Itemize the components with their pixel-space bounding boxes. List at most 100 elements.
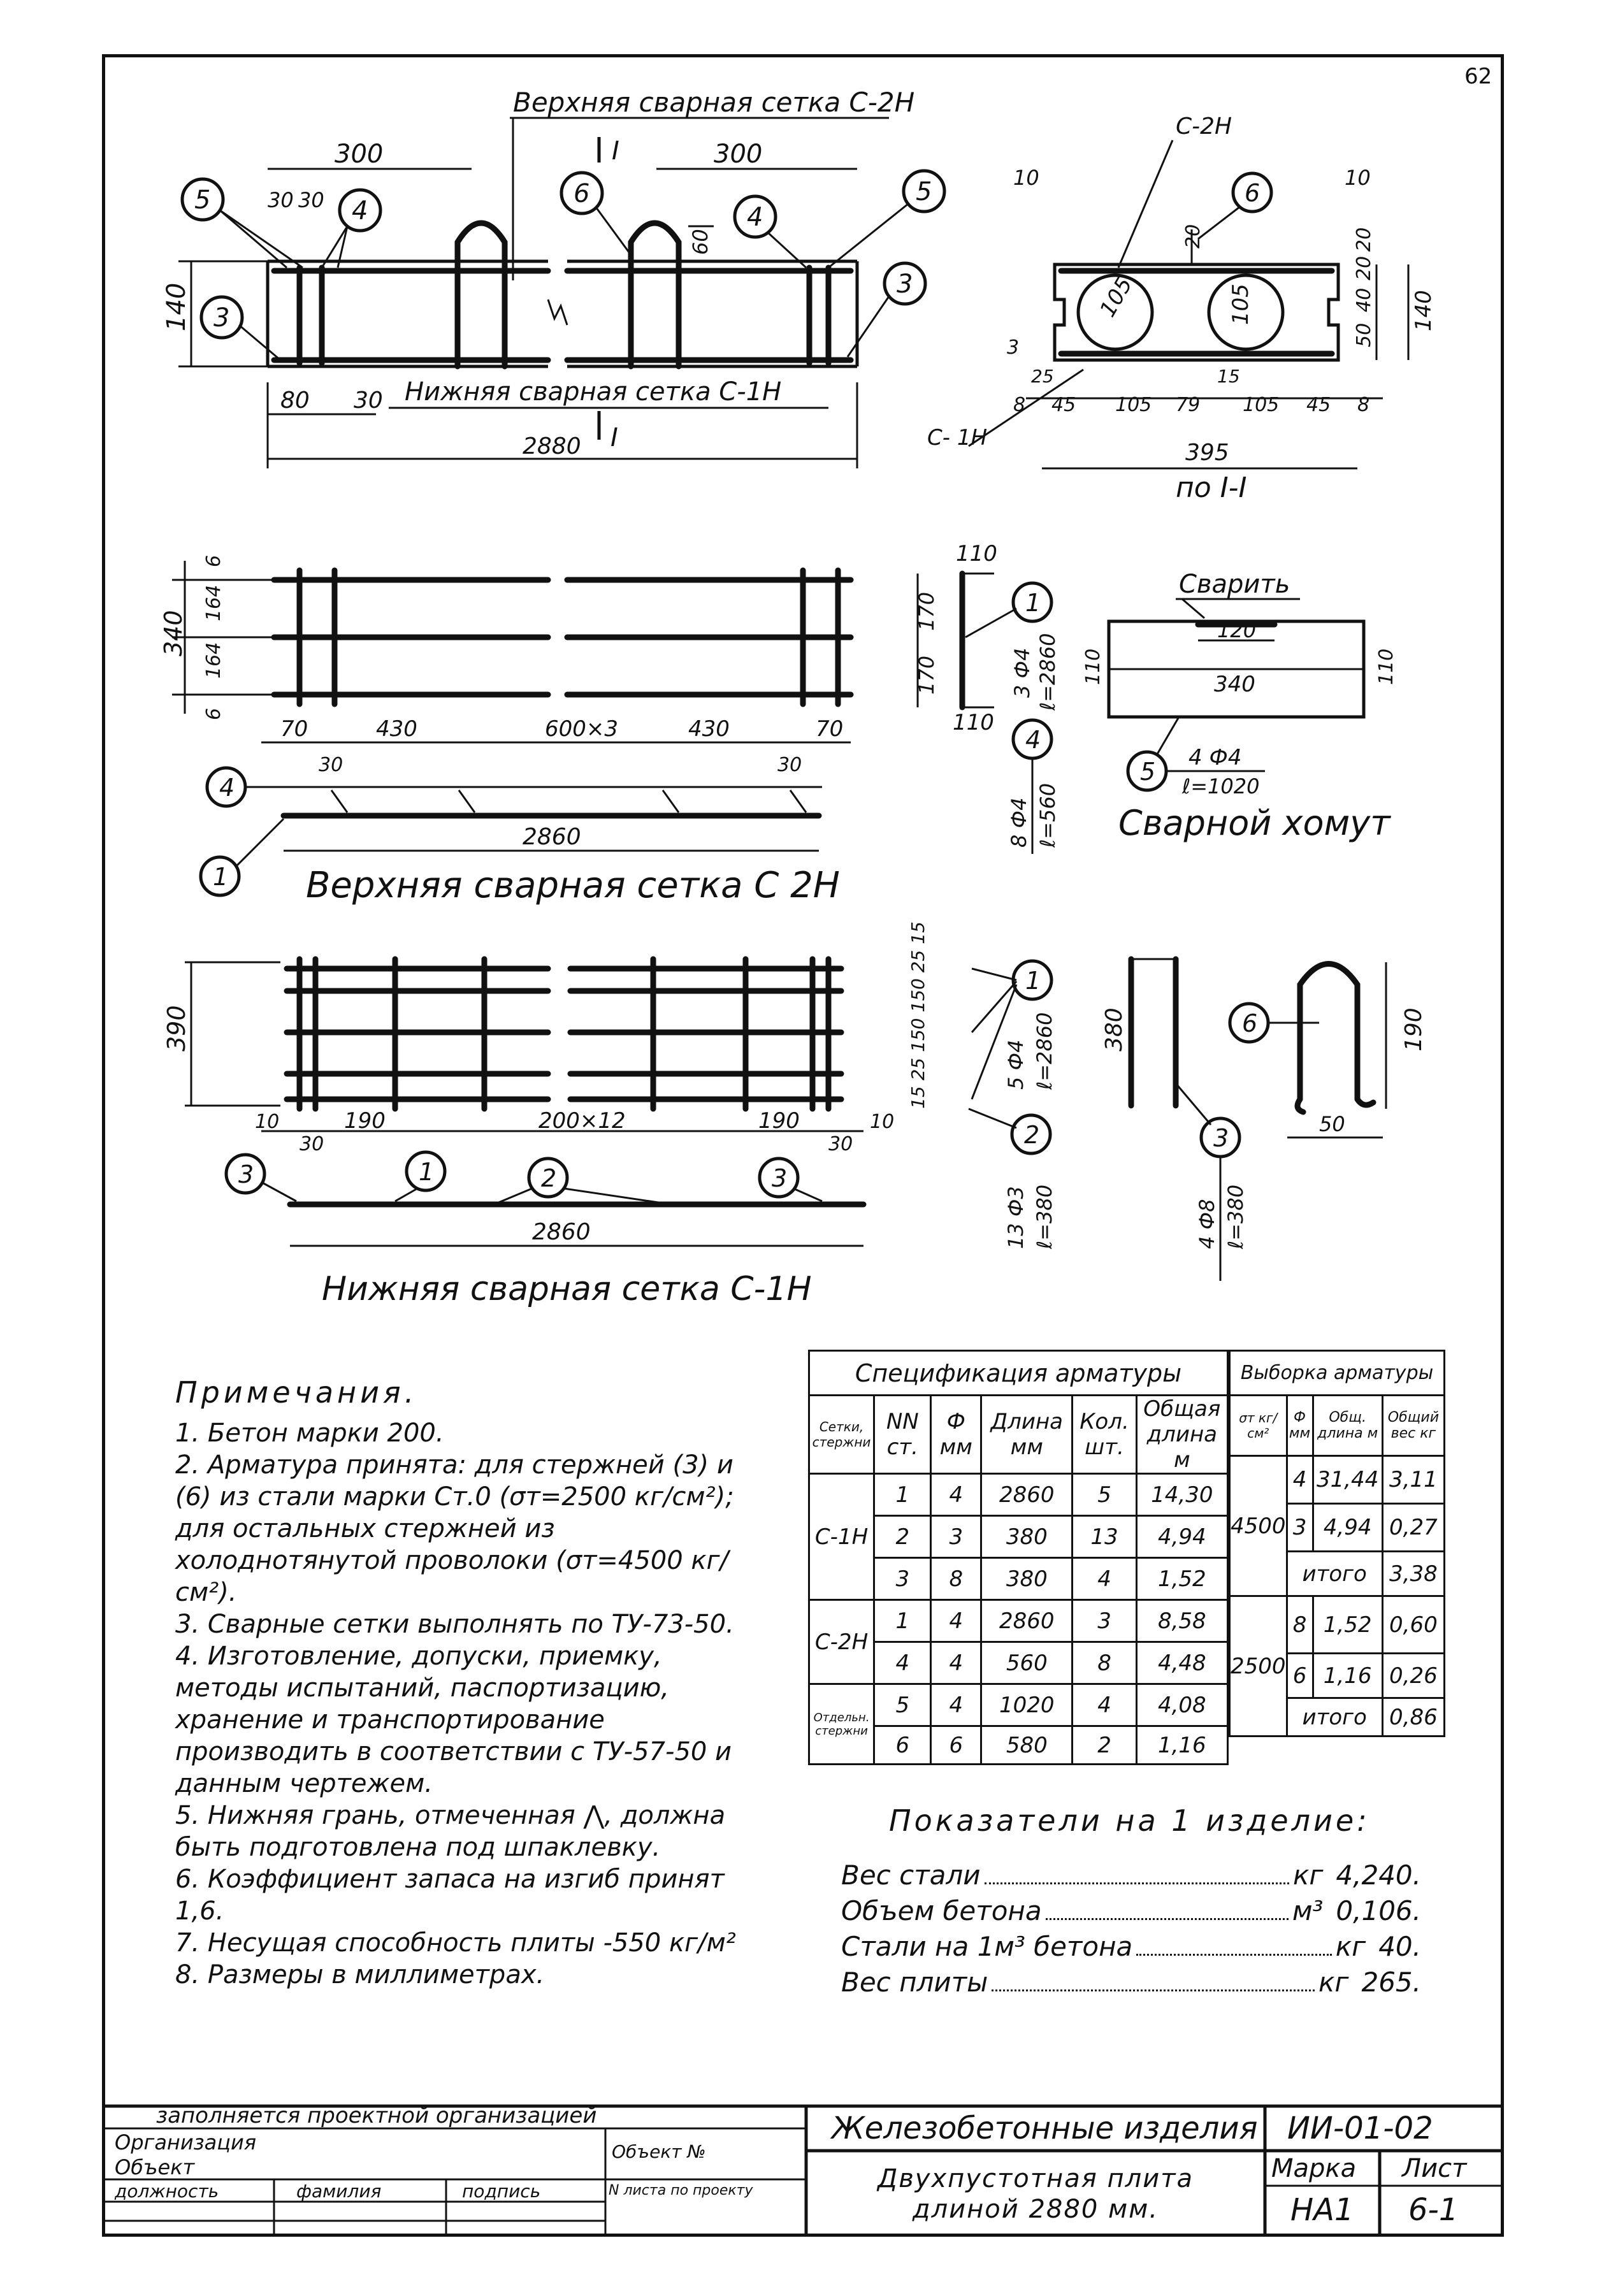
product-title: Двухпустотная плита длиной 2880 мм.	[877, 2164, 1194, 2224]
lower-mesh-caption: Нижняя сварная сетка С-1Н	[322, 1270, 812, 1308]
table-row: 3 8 380 4 1,52	[809, 1557, 1229, 1601]
note-8: 8. Размеры в миллиметрах.	[175, 1960, 545, 1989]
drawing-code: ИИ-01-02	[1287, 2111, 1433, 2146]
svg-text:3: 3	[772, 1164, 787, 1192]
note-1: 1. Бетон марки 200.	[175, 1419, 444, 1448]
svg-text:110: 110	[956, 541, 997, 567]
rod-3: 380 3 4 Ф8 ℓ=380	[1101, 956, 1248, 1281]
svg-text:430: 430	[376, 716, 417, 742]
svg-text:380: 380	[1101, 1007, 1127, 1051]
hook-6: 6 190 50	[1228, 961, 1427, 1139]
reinforcement-selection-table: Выборка арматуры σт кг/см² Ф мм Общ. дли…	[1229, 1350, 1446, 1737]
svg-text:6: 6	[1245, 179, 1260, 207]
svg-text:25: 25	[1031, 366, 1054, 387]
svg-text:110: 110	[1082, 649, 1104, 685]
table-row: 2500 8 1,52 0,60	[1229, 1595, 1446, 1737]
svg-text:390: 390	[163, 1005, 191, 1051]
project-sheet-label: N листа по проекту	[609, 2183, 753, 2199]
svg-text:4 Ф4: 4 Ф4	[1188, 745, 1241, 770]
svg-text:по I-I: по I-I	[1176, 472, 1247, 504]
notes-title: Примечания.	[175, 1375, 418, 1410]
svg-text:4: 4	[1025, 726, 1041, 754]
signature-label: подпись	[462, 2181, 541, 2202]
svg-text:4: 4	[219, 774, 235, 802]
section-mark-bottom: I	[610, 423, 618, 452]
table-row: Отдельн. стержни 5 4 1020 4 4,08	[807, 1683, 1229, 1765]
svg-text:3: 3	[897, 270, 913, 299]
svg-text:1: 1	[1025, 967, 1041, 995]
note-7: 7. Несущая способность плиты -550 кг/м²	[175, 1928, 736, 1958]
svg-text:110: 110	[1375, 649, 1398, 685]
svg-text:170: 170	[914, 656, 939, 695]
svg-text:105: 105	[1115, 394, 1152, 416]
svg-text:30: 30	[777, 754, 802, 776]
dim-2880: 2880	[523, 433, 581, 459]
svg-text:8: 8	[1357, 394, 1369, 416]
select-title: Выборка арматуры	[1229, 1350, 1445, 1396]
dim-80: 80	[280, 387, 310, 414]
svg-text:190: 190	[344, 1108, 386, 1134]
svg-text:5: 5	[916, 177, 932, 206]
table-row: 6 1,16 0,26	[1230, 1652, 1446, 1699]
svg-text:70: 70	[280, 716, 308, 742]
note-5: 5. Нижняя грань, отмеченная ⋀, должна бы…	[175, 1801, 726, 1862]
svg-text:20: 20	[1182, 224, 1204, 249]
svg-text:4: 4	[352, 196, 368, 226]
svg-text:ℓ=1020: ℓ=1020	[1181, 774, 1259, 798]
dim-30b: 30	[298, 188, 324, 212]
svg-text:45: 45	[1306, 394, 1331, 416]
svg-text:1: 1	[1025, 589, 1041, 617]
table-row: 2 3 380 13 4,94	[809, 1515, 1229, 1559]
svg-text:30: 30	[319, 754, 343, 776]
table-row: С-2Н 1 4 2860 3 8,58	[807, 1599, 1229, 1685]
svg-text:2: 2	[1024, 1121, 1039, 1149]
lower-mesh-plan: 390 10 190 200×12 190 10 30 30 15 25 150…	[163, 921, 1057, 1308]
svg-text:200×12: 200×12	[538, 1108, 626, 1134]
svg-text:50: 50	[1319, 1112, 1345, 1136]
svg-text:1: 1	[213, 863, 228, 891]
lower-mesh-title-top: Нижняя сварная сетка С-1Н	[405, 377, 781, 407]
svg-text:Сварить: Сварить	[1179, 570, 1290, 599]
upper-mesh-profile: 110 170 170 110 1 3 Ф4 ℓ=2860 4 8 Ф4 ℓ=5…	[914, 541, 1060, 854]
spec-title: Спецификация арматуры	[808, 1350, 1229, 1396]
dim-30a: 30	[268, 188, 294, 212]
page-number: 62	[1464, 64, 1492, 89]
object-number-label: Объект №	[612, 2141, 706, 2162]
svg-text:2860: 2860	[523, 824, 581, 850]
svg-text:30: 30	[828, 1133, 853, 1155]
stirrup-caption: Сварной хомут	[1118, 803, 1391, 843]
dim-60: 60	[688, 229, 712, 255]
svg-text:140: 140	[1411, 290, 1436, 331]
callout-4-left: 4	[321, 188, 382, 268]
svg-text:20: 20	[1353, 227, 1375, 252]
svg-text:395: 395	[1185, 440, 1229, 466]
svg-text:1: 1	[419, 1158, 434, 1186]
table-row: итого 3,38	[1230, 1550, 1446, 1597]
mark-label: Марка	[1271, 2154, 1357, 2183]
svg-text:С- 1Н: С- 1Н	[927, 425, 987, 451]
welded-stirrup: Сварить 120 340 110 110 5 4 Ф4 ℓ=1020 Св…	[1082, 570, 1398, 843]
upper-mesh-caption: Верхняя сварная сетка С 2Н	[306, 865, 840, 906]
surname-label: фамилия	[296, 2181, 382, 2202]
callout-6-top: 6	[560, 171, 632, 256]
svg-text:5: 5	[1140, 758, 1155, 786]
svg-text:6: 6	[574, 179, 589, 208]
note-4: 4. Изготовление, допуски, приемку, метод…	[175, 1642, 732, 1798]
svg-text:20: 20	[1353, 256, 1375, 280]
svg-text:10: 10	[1013, 166, 1039, 190]
organization-label: Организация	[115, 2130, 257, 2155]
svg-text:10: 10	[1345, 166, 1371, 190]
svg-text:2: 2	[541, 1164, 556, 1192]
svg-text:30: 30	[300, 1133, 324, 1155]
svg-text:105: 105	[1243, 394, 1279, 416]
table-row: 4 4 560 8 4,48	[809, 1641, 1229, 1685]
svg-text:4: 4	[747, 203, 763, 232]
svg-text:С-2Н: С-2Н	[1176, 113, 1232, 140]
svg-text:ℓ=2860: ℓ=2860	[1036, 633, 1060, 711]
